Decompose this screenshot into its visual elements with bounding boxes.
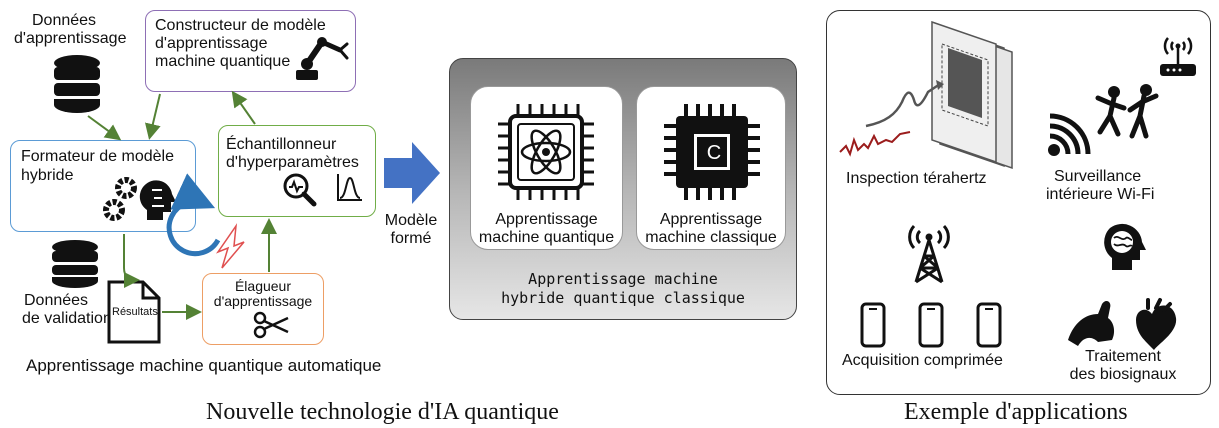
left-flow-arrows	[87, 90, 277, 320]
trained-model-line1: Modèle	[384, 212, 438, 229]
dancing-people-icon	[1095, 84, 1159, 139]
model-builder-box: Constructeur de modèle d'apprentissage m…	[145, 10, 356, 92]
classic-chip-icon	[664, 104, 760, 200]
magnifier-icon	[283, 173, 317, 207]
classic-card-label: Apprentissage machine classique	[636, 211, 786, 247]
distribution-curve-icon	[337, 174, 362, 201]
trained-model-arrow	[384, 142, 440, 204]
validation-data-label: Données de validation	[22, 292, 112, 328]
quantum-card	[470, 86, 623, 250]
classic-card-line2: machine classique	[645, 229, 777, 246]
compressed-label: Acquisition comprimée	[842, 352, 1003, 369]
hybrid-caption-line2: hybride quantique classique	[501, 289, 745, 307]
training-database-icon	[54, 55, 100, 113]
hybrid-caption-line1: Apprentissage machine	[528, 270, 718, 288]
validation-data-line1: Données	[24, 292, 89, 309]
scissors-icon	[253, 311, 289, 339]
model-builder-line1: Constructeur de modèle	[155, 17, 326, 34]
training-data-line1: Données	[32, 12, 97, 29]
biosignals-line2: des biosignaux	[1069, 366, 1177, 383]
formatter-box: Formateur de modèle hybride	[10, 140, 196, 232]
biosignals-label: Traitement des biosignaux	[1048, 348, 1198, 384]
trained-model-label: Modèle formé	[370, 212, 452, 248]
terahertz-panels-icon	[839, 20, 1013, 170]
applications-panel	[826, 10, 1211, 395]
wifi-line2: intérieure Wi-Fi	[1046, 186, 1155, 203]
cell-tower-icon	[908, 224, 950, 284]
wifi-line1: Surveillance	[1054, 168, 1142, 185]
pruner-line1: Élagueur	[234, 278, 292, 294]
chip-letter: C	[706, 142, 722, 164]
gears-ai-head-icon	[103, 177, 176, 221]
model-builder-line2: d'apprentissage	[155, 35, 268, 52]
sampler-line2: d'hyperparamètres	[226, 154, 359, 171]
terahertz-label: Inspection térahertz	[846, 170, 987, 187]
robot-arm-icon	[296, 37, 349, 80]
validation-database-icon	[52, 240, 98, 288]
pruner-line2: d'apprentissage	[213, 293, 313, 309]
formatter-line1: Formateur de modèle	[21, 148, 174, 165]
results-label: Résultats	[112, 306, 158, 318]
model-builder-line3: machine quantique	[155, 53, 291, 70]
training-data-label: Données d'apprentissage	[14, 12, 126, 48]
biosignals-line1: Traitement	[1085, 348, 1161, 365]
applications-title: Exemple d'applications	[904, 399, 1128, 425]
smartphones-icon	[860, 302, 1002, 348]
automl-caption: Apprentissage machine quantique automati…	[26, 356, 382, 375]
sampler-box: Échantillonneur d'hyperparamètres	[218, 125, 376, 217]
quantum-chip-icon	[498, 104, 594, 200]
quantum-card-label: Apprentissage machine quantique	[470, 211, 623, 247]
hybrid-caption: Apprentissage machine hybride quantique …	[449, 270, 797, 308]
wifi-label: Surveillance intérieure Wi-Fi	[1046, 168, 1154, 204]
quantum-card-line2: machine quantique	[478, 229, 615, 246]
classic-card-line1: Apprentissage	[659, 211, 763, 228]
biosignal-icons	[1068, 298, 1177, 350]
pruner-box: Élagueur d'apprentissage	[202, 273, 324, 345]
router-icon	[1160, 37, 1196, 76]
formatter-line2: hybride	[21, 167, 74, 184]
training-data-line2: d'apprentissage	[14, 30, 127, 47]
quantum-card-line1: Apprentissage	[495, 211, 598, 228]
sampler-line1: Échantillonneur	[226, 136, 337, 153]
brain-head-icon	[1104, 223, 1146, 270]
validation-data-line2: de validation	[22, 310, 112, 327]
quantum-ai-title: Nouvelle technologie d'IA quantique	[206, 399, 559, 425]
wifi-signal-icon	[1048, 113, 1091, 156]
trained-model-line2: formé	[390, 230, 432, 247]
